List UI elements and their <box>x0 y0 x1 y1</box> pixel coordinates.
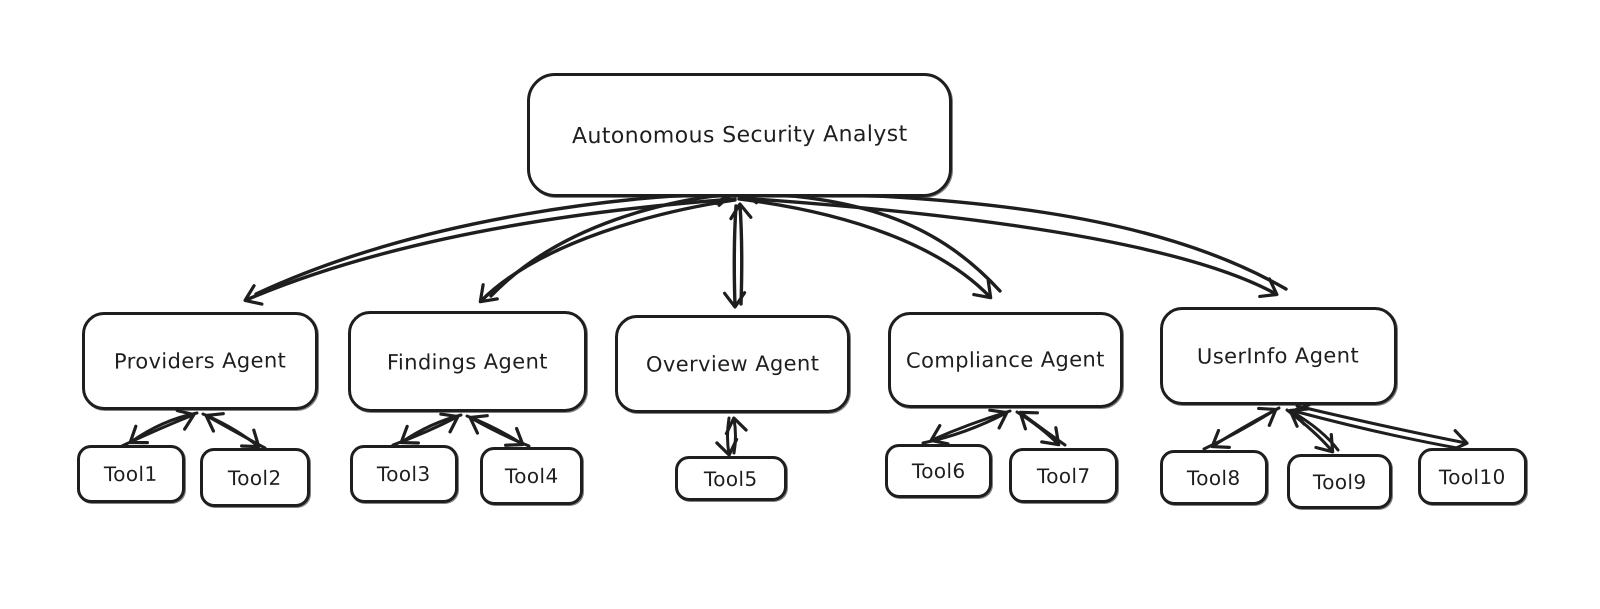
node-tool9: Tool9 <box>1287 454 1392 509</box>
edge-root-providers <box>243 181 737 306</box>
node-overview-agent-label: Overview Agent <box>645 351 820 377</box>
edge-compliance-tool6 <box>921 408 1012 446</box>
node-tool6: Tool6 <box>885 444 992 498</box>
edge-userinfo-tool10 <box>1291 403 1469 452</box>
node-tool10: Tool10 <box>1418 448 1527 505</box>
edge-findings-tool3 <box>391 412 463 447</box>
node-userinfo-agent: UserInfo Agent <box>1160 307 1397 405</box>
node-overview-agent: Overview Agent <box>615 315 850 413</box>
edge-root-findings <box>478 183 737 304</box>
edge-findings-tool4 <box>465 414 531 448</box>
node-tool5: Tool5 <box>675 456 787 501</box>
node-tool6-label: Tool6 <box>911 458 966 484</box>
node-findings-agent: Findings Agent <box>348 311 587 412</box>
node-tool7: Tool7 <box>1009 448 1118 503</box>
node-tool8-label: Tool8 <box>1187 465 1241 490</box>
node-autonomous-security-analyst: Autonomous Security Analyst <box>527 73 952 197</box>
node-tool3-label: Tool3 <box>377 461 431 487</box>
node-tool8: Tool8 <box>1160 450 1268 505</box>
edge-root-userinfo <box>738 179 1288 299</box>
edge-overview-tool5 <box>715 416 748 457</box>
node-tool1-label: Tool1 <box>104 461 158 487</box>
node-compliance-agent-label: Compliance Agent <box>905 347 1106 373</box>
node-tool2: Tool2 <box>200 448 310 507</box>
node-providers-agent-label: Providers Agent <box>113 348 287 374</box>
node-tool4-label: Tool4 <box>504 463 559 489</box>
node-tool7-label: Tool7 <box>1036 463 1091 488</box>
node-autonomous-security-analyst-label: Autonomous Security Analyst <box>571 121 908 149</box>
node-tool1: Tool1 <box>77 445 185 503</box>
node-providers-agent: Providers Agent <box>82 312 318 410</box>
node-compliance-agent: Compliance Agent <box>888 312 1123 408</box>
node-findings-agent-label: Findings Agent <box>386 348 549 375</box>
node-tool9-label: Tool9 <box>1312 469 1367 494</box>
node-tool5-label: Tool5 <box>704 466 758 491</box>
edge-userinfo-tool8 <box>1202 406 1281 451</box>
node-tool3: Tool3 <box>350 445 458 503</box>
edge-providers-tool2 <box>201 412 267 450</box>
node-tool10-label: Tool10 <box>1439 464 1506 489</box>
node-tool2-label: Tool2 <box>228 465 282 490</box>
edge-root-overview <box>722 202 753 309</box>
node-userinfo-agent-label: UserInfo Agent <box>1197 343 1360 369</box>
edge-providers-tool1 <box>120 408 199 448</box>
edge-compliance-tool7 <box>1015 410 1067 447</box>
node-tool4: Tool4 <box>480 447 583 505</box>
